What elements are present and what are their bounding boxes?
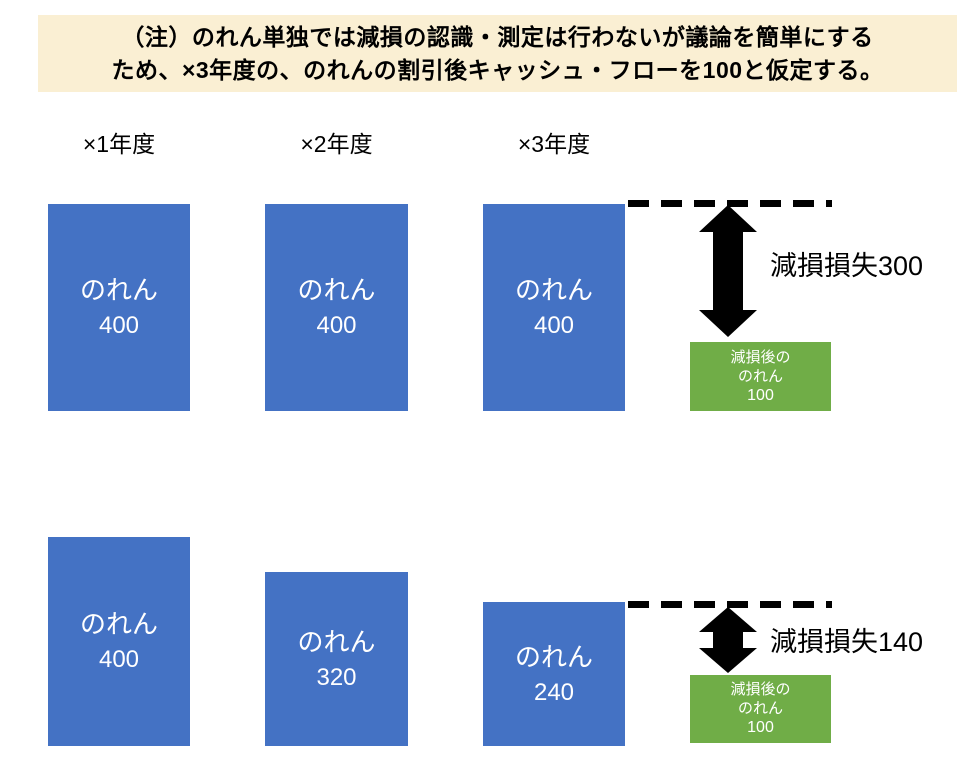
goodwill-value: 400 <box>98 646 140 673</box>
goodwill-value: 400 <box>98 312 140 339</box>
post-impairment-line-2: のれん <box>737 700 783 717</box>
goodwill-value: 400 <box>533 312 575 339</box>
post-impairment-line-2: のれん <box>737 367 783 385</box>
post-impairment-value: 100 <box>747 719 774 736</box>
post-impairment-value: 100 <box>747 386 774 404</box>
note-box: （注）のれん単独では減損の認識・測定は行わないが議論を簡単にする ため、×3年度… <box>38 15 957 92</box>
goodwill-value: 320 <box>316 663 357 691</box>
goodwill-label: のれん <box>297 275 376 305</box>
post-impairment-line-1: 減損後の <box>730 681 791 698</box>
goodwill-label: のれん <box>514 641 593 672</box>
book-value-threshold-dashed-line-s1 <box>628 200 832 207</box>
goodwill-label: のれん <box>79 275 158 305</box>
note-line-2: ため、×3年度の、のれんの割引後キャッシュ・フローを100と仮定する。 <box>111 56 884 83</box>
year-header-x2: ×2年度 <box>300 131 373 157</box>
post-impairment-goodwill-box-s1: 減損後の のれん 100 <box>690 342 831 411</box>
goodwill-value: 240 <box>533 678 575 706</box>
impairment-loss-label-s1: 減損損失300 <box>770 251 924 281</box>
goodwill-box-s1-year1: のれん 400 <box>48 204 190 411</box>
book-value-threshold-dashed-line-s2 <box>628 601 832 608</box>
post-impairment-goodwill-box-s2: 減損後の のれん 100 <box>690 675 831 743</box>
goodwill-box-s1-year3: のれん 400 <box>483 204 625 411</box>
goodwill-box-s2-year2: のれん 320 <box>265 572 408 746</box>
post-impairment-line-1: 減損後の <box>730 348 791 366</box>
goodwill-box-s2-year3: のれん 240 <box>483 602 625 746</box>
year-header-x3: ×3年度 <box>517 131 591 157</box>
note-line-1: （注）のれん単独では減損の認識・測定は行わないが議論を簡単にする <box>121 23 874 50</box>
goodwill-label: のれん <box>297 626 376 657</box>
goodwill-box-s2-year1: のれん 400 <box>48 537 190 746</box>
impairment-double-arrow-icon-s1 <box>699 205 757 337</box>
goodwill-label: のれん <box>514 275 593 305</box>
goodwill-label: のれん <box>79 609 158 639</box>
goodwill-value: 400 <box>316 312 357 339</box>
goodwill-box-s1-year2: のれん 400 <box>265 204 408 411</box>
year-header-x1: ×1年度 <box>82 131 156 157</box>
impairment-double-arrow-icon-s2 <box>699 607 757 673</box>
impairment-loss-label-s2: 減損損失140 <box>770 627 924 657</box>
